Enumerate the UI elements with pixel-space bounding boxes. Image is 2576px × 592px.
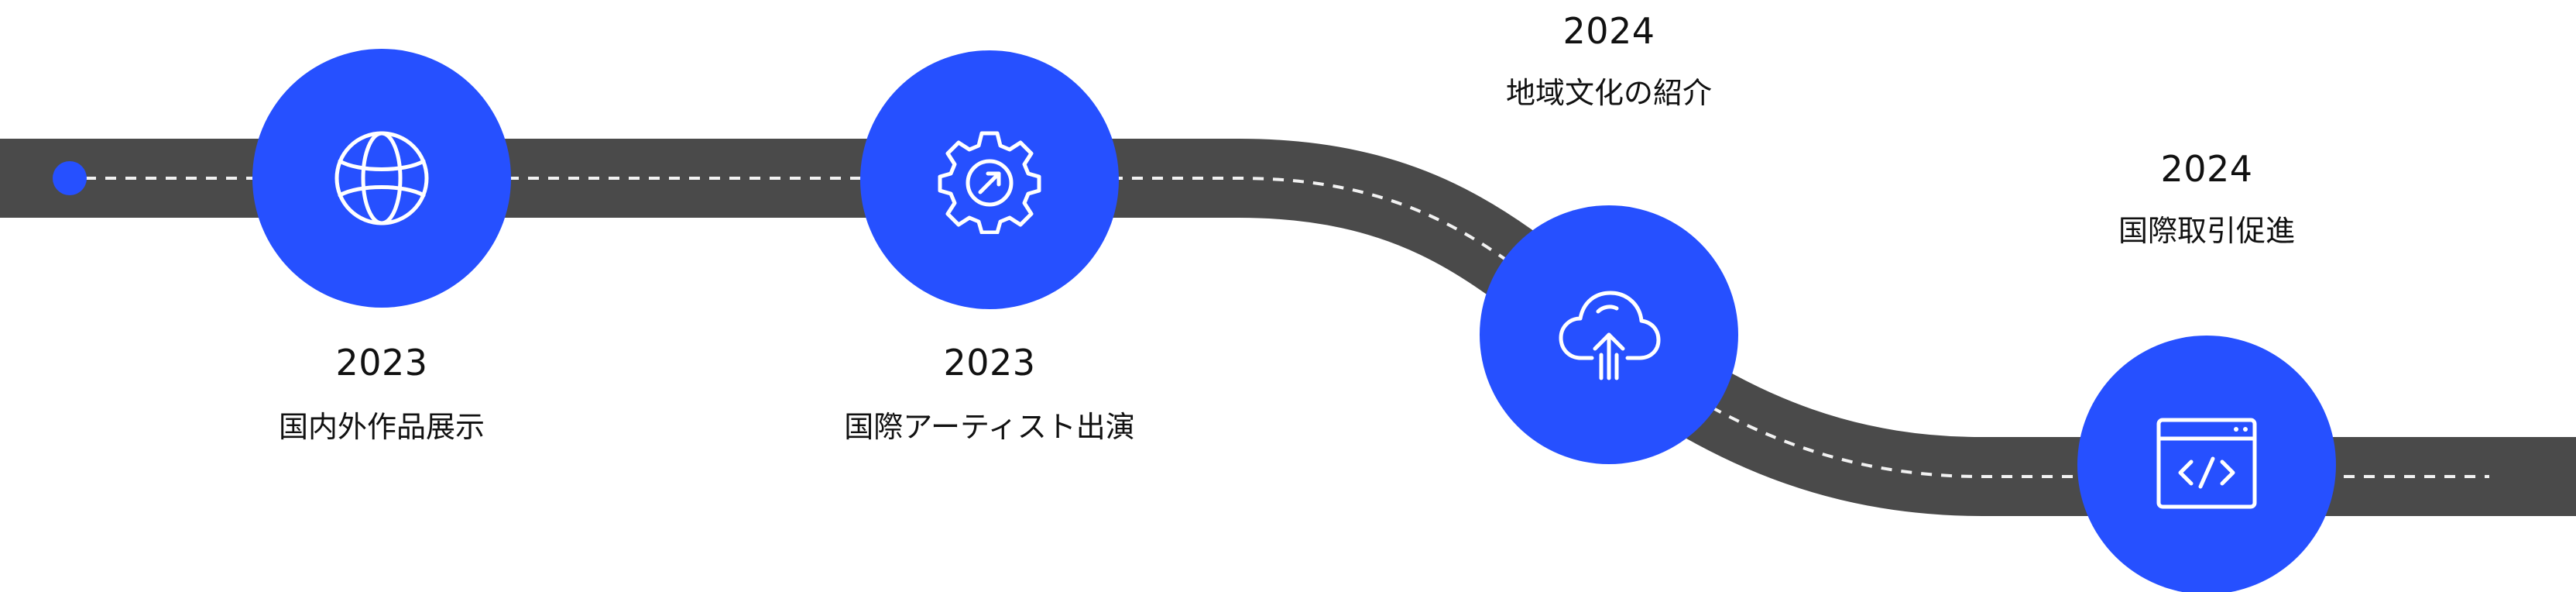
road-center-dash: [85, 177, 2489, 478]
milestone-1-year: 2023: [335, 342, 428, 384]
timeline-start-dot: [53, 161, 87, 195]
milestone-2-circle: [860, 50, 1119, 309]
browser-code-icon: [2152, 411, 2261, 519]
cloud-upload-icon: [1555, 281, 1663, 389]
milestone-3-year: 2024: [1562, 10, 1655, 52]
milestone-1-circle: [252, 49, 511, 308]
globe-icon: [328, 124, 436, 232]
milestone-3-label: 地域文化の紹介: [1505, 76, 1712, 110]
milestone-2-year: 2023: [943, 342, 1036, 384]
milestone-4-circle: [2077, 336, 2336, 592]
milestone-4-label: 国際取引促進: [2118, 214, 2295, 248]
milestone-1-label: 国内外作品展示: [278, 410, 485, 444]
gear-arrow-icon: [935, 126, 1044, 234]
milestone-4-year: 2024: [2160, 148, 2253, 190]
milestone-2-label: 国際アーティスト出演: [844, 410, 1135, 444]
